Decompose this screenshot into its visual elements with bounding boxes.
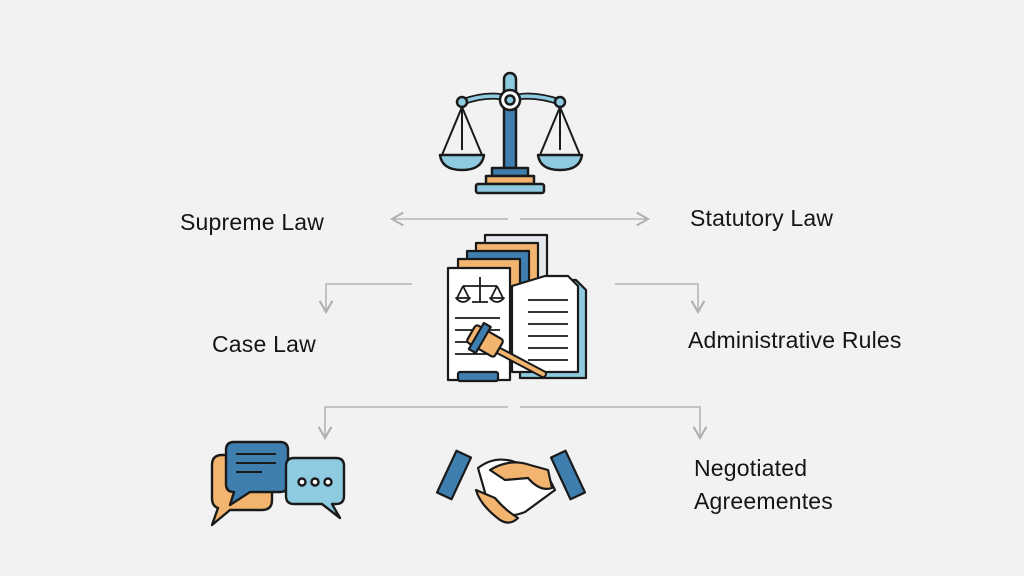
administrative-rules-label: Administrative Rules [688, 327, 902, 353]
arrow-to-discussion [317, 406, 508, 441]
supreme-law-label: Supreme Law [180, 209, 325, 235]
arrow-to-negotiated-agreements [520, 406, 708, 441]
negotiated-agreements-label-line1: Negotiated [694, 455, 808, 481]
discussion-bubbles-icon [210, 440, 346, 527]
connectors [317, 211, 708, 441]
arrow-to-administrative-rules [615, 283, 706, 315]
case-law-label: Case Law [212, 331, 316, 357]
arrow-to-case-law [318, 283, 412, 315]
statutory-law-label: Statutory Law [690, 205, 834, 231]
negotiated-agreements-label-line2: Agreementes [694, 488, 833, 514]
legal-documents-gavel-icon [446, 233, 588, 383]
scales-of-justice-icon [438, 71, 584, 195]
handshake-icon [435, 449, 587, 524]
